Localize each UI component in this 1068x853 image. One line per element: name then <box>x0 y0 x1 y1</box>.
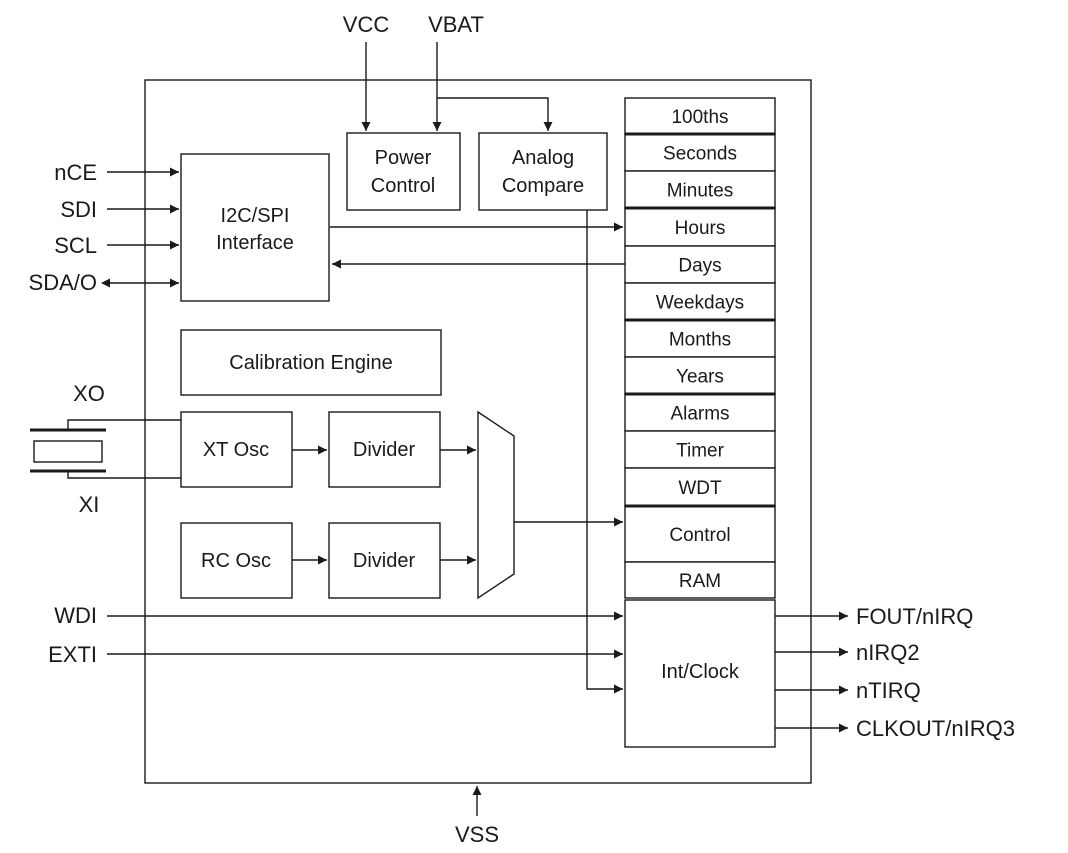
int-clock-label: Int/Clock <box>661 661 740 683</box>
interface-label-2: Interface <box>216 232 294 254</box>
register-label-ram: RAM <box>679 571 721 592</box>
register-label-days: Days <box>678 256 721 277</box>
fout-pin-label: FOUT/nIRQ <box>856 604 973 629</box>
register-label-weekdays: Weekdays <box>656 293 744 314</box>
int-clock-block <box>624 599 776 748</box>
register-weekdays <box>624 282 776 321</box>
xi-pin-label: XI <box>79 492 100 517</box>
register-label-timer: Timer <box>676 441 725 462</box>
register-100ths <box>624 97 776 135</box>
vss-pin-label: VSS <box>455 822 499 847</box>
register-seconds <box>624 133 776 172</box>
rc-divider-label: Divider <box>353 550 416 572</box>
analog-compare-label-2: Compare <box>502 175 584 197</box>
power-control-label-1: Power <box>375 147 432 169</box>
register-control <box>624 505 776 563</box>
register-months <box>624 319 776 358</box>
register-ram <box>624 561 776 599</box>
register-label-alarms: Alarms <box>670 404 729 425</box>
register-timer <box>624 430 776 469</box>
xo-wire <box>67 419 181 430</box>
register-label-months: Months <box>669 330 731 351</box>
sdi-pin-label: SDI <box>60 197 97 222</box>
nce-pin-label: nCE <box>54 160 97 185</box>
xo-pin-label: XO <box>73 381 105 406</box>
register-alarms <box>624 393 776 432</box>
register-label-minutes: Minutes <box>667 181 734 202</box>
power-control-label-2: Control <box>371 175 435 197</box>
clkout-pin-label: CLKOUT/nIRQ3 <box>856 716 1015 741</box>
i2c-spi-interface-block <box>180 153 330 302</box>
interface-label-1: I2C/SPI <box>221 205 290 227</box>
scl-pin-label: SCL <box>54 233 97 258</box>
register-label-seconds: Seconds <box>663 144 737 165</box>
register-hours <box>624 207 776 247</box>
vbat-pin-label: VBAT <box>428 12 484 37</box>
compare-to-intclock-wire <box>586 210 623 694</box>
nirq2-pin-label: nIRQ2 <box>856 640 920 665</box>
register-minutes <box>624 170 776 209</box>
register-days <box>624 245 776 284</box>
sdao-pin-label: SDA/O <box>29 270 97 295</box>
xt-osc-block <box>180 411 293 488</box>
analog-compare-label-1: Analog <box>512 147 574 169</box>
calibration-engine-block <box>180 329 442 396</box>
rc-divider-block <box>328 522 441 599</box>
calibration-engine-label: Calibration Engine <box>229 352 392 374</box>
ntirq-pin-label: nTIRQ <box>856 678 921 703</box>
vbat-to-compare-wire <box>437 97 553 131</box>
analog-compare-block <box>478 132 608 211</box>
wdi-pin-label: WDI <box>54 603 97 628</box>
xt-osc-label: XT Osc <box>203 439 269 461</box>
register-label-hours: Hours <box>675 218 726 239</box>
xi-wire <box>67 471 181 479</box>
register-years <box>624 356 776 395</box>
rc-osc-block <box>180 522 293 599</box>
crystal-icon <box>33 440 103 463</box>
register-label-100ths: 100ths <box>671 107 728 128</box>
register-label-wdt: WDT <box>678 478 722 499</box>
exti-pin-label: EXTI <box>48 642 97 667</box>
power-control-block <box>346 132 461 211</box>
clock-mux <box>477 410 515 600</box>
register-stack: 100thsSecondsMinutesHoursDaysWeekdaysMon… <box>624 97 776 599</box>
register-label-years: Years <box>676 367 724 388</box>
rc-osc-label: RC Osc <box>201 550 271 572</box>
xt-divider-label: Divider <box>353 439 416 461</box>
register-label-control: Control <box>669 525 730 546</box>
vcc-pin-label: VCC <box>343 12 390 37</box>
